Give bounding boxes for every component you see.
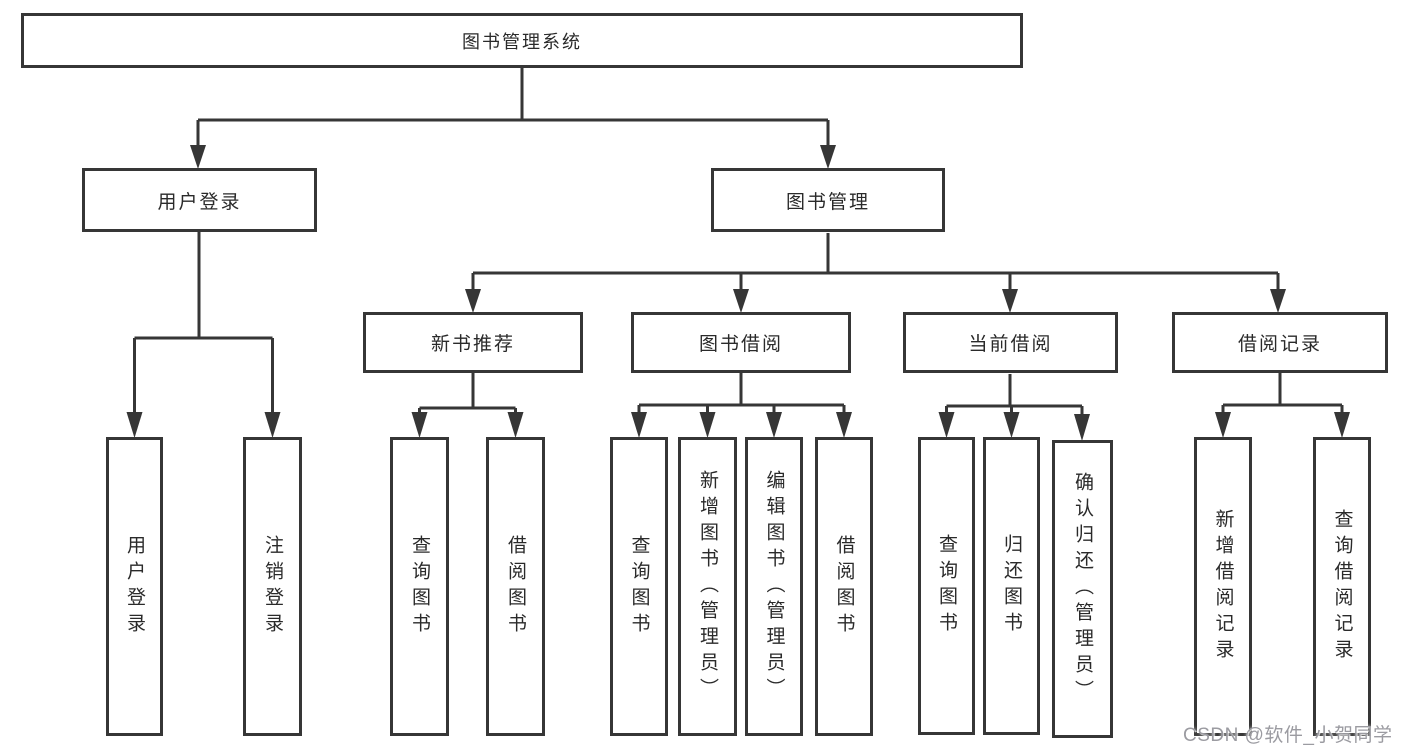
node-current-borrowing: 当前借阅 [903,312,1118,373]
node-borrowing-records: 借阅记录 [1172,312,1388,373]
connector-userlogin-to-leaves [126,232,281,438]
csdn-watermark: CSDN @软件_小贺同学 [1183,725,1393,746]
node-leaf-query-books-2: 查询图书 [610,437,668,736]
node-leaf-user-login: 用户登录 [106,437,163,736]
connector-newbook-to-leaves [411,373,524,438]
connector-bookborrow-to-leaves [631,373,852,438]
node-leaf-query-books-3: 查询图书 [918,437,975,735]
node-book-management: 图书管理 [711,168,945,232]
node-leaf-query-borrow-record: 查询借阅记录 [1313,437,1371,736]
node-user-login: 用户登录 [82,168,317,232]
node-leaf-return-books: 归还图书 [983,437,1040,735]
node-book-borrowing: 图书借阅 [631,312,851,373]
connector-borrowrecord-to-leaves [1215,373,1350,438]
connector-root-to-level2 [190,68,836,169]
connector-currentborrow-to-leaves [938,374,1090,441]
node-leaf-add-books-admin: 新增图书（管理员） [678,437,737,736]
node-new-book-recommend: 新书推荐 [363,312,583,373]
node-leaf-confirm-return-admin: 确认归还（管理员） [1052,440,1113,738]
node-leaf-borrow-books-1: 借阅图书 [486,437,545,736]
node-leaf-query-books-1: 查询图书 [390,437,449,736]
connector-bookmgmt-to-level3 [465,233,1286,313]
node-root-library-system: 图书管理系统 [21,13,1023,68]
node-leaf-logout: 注销登录 [243,437,302,736]
node-leaf-edit-books-admin: 编辑图书（管理员） [745,437,803,736]
node-leaf-add-borrow-record: 新增借阅记录 [1194,437,1252,736]
node-leaf-borrow-books-2: 借阅图书 [815,437,873,736]
